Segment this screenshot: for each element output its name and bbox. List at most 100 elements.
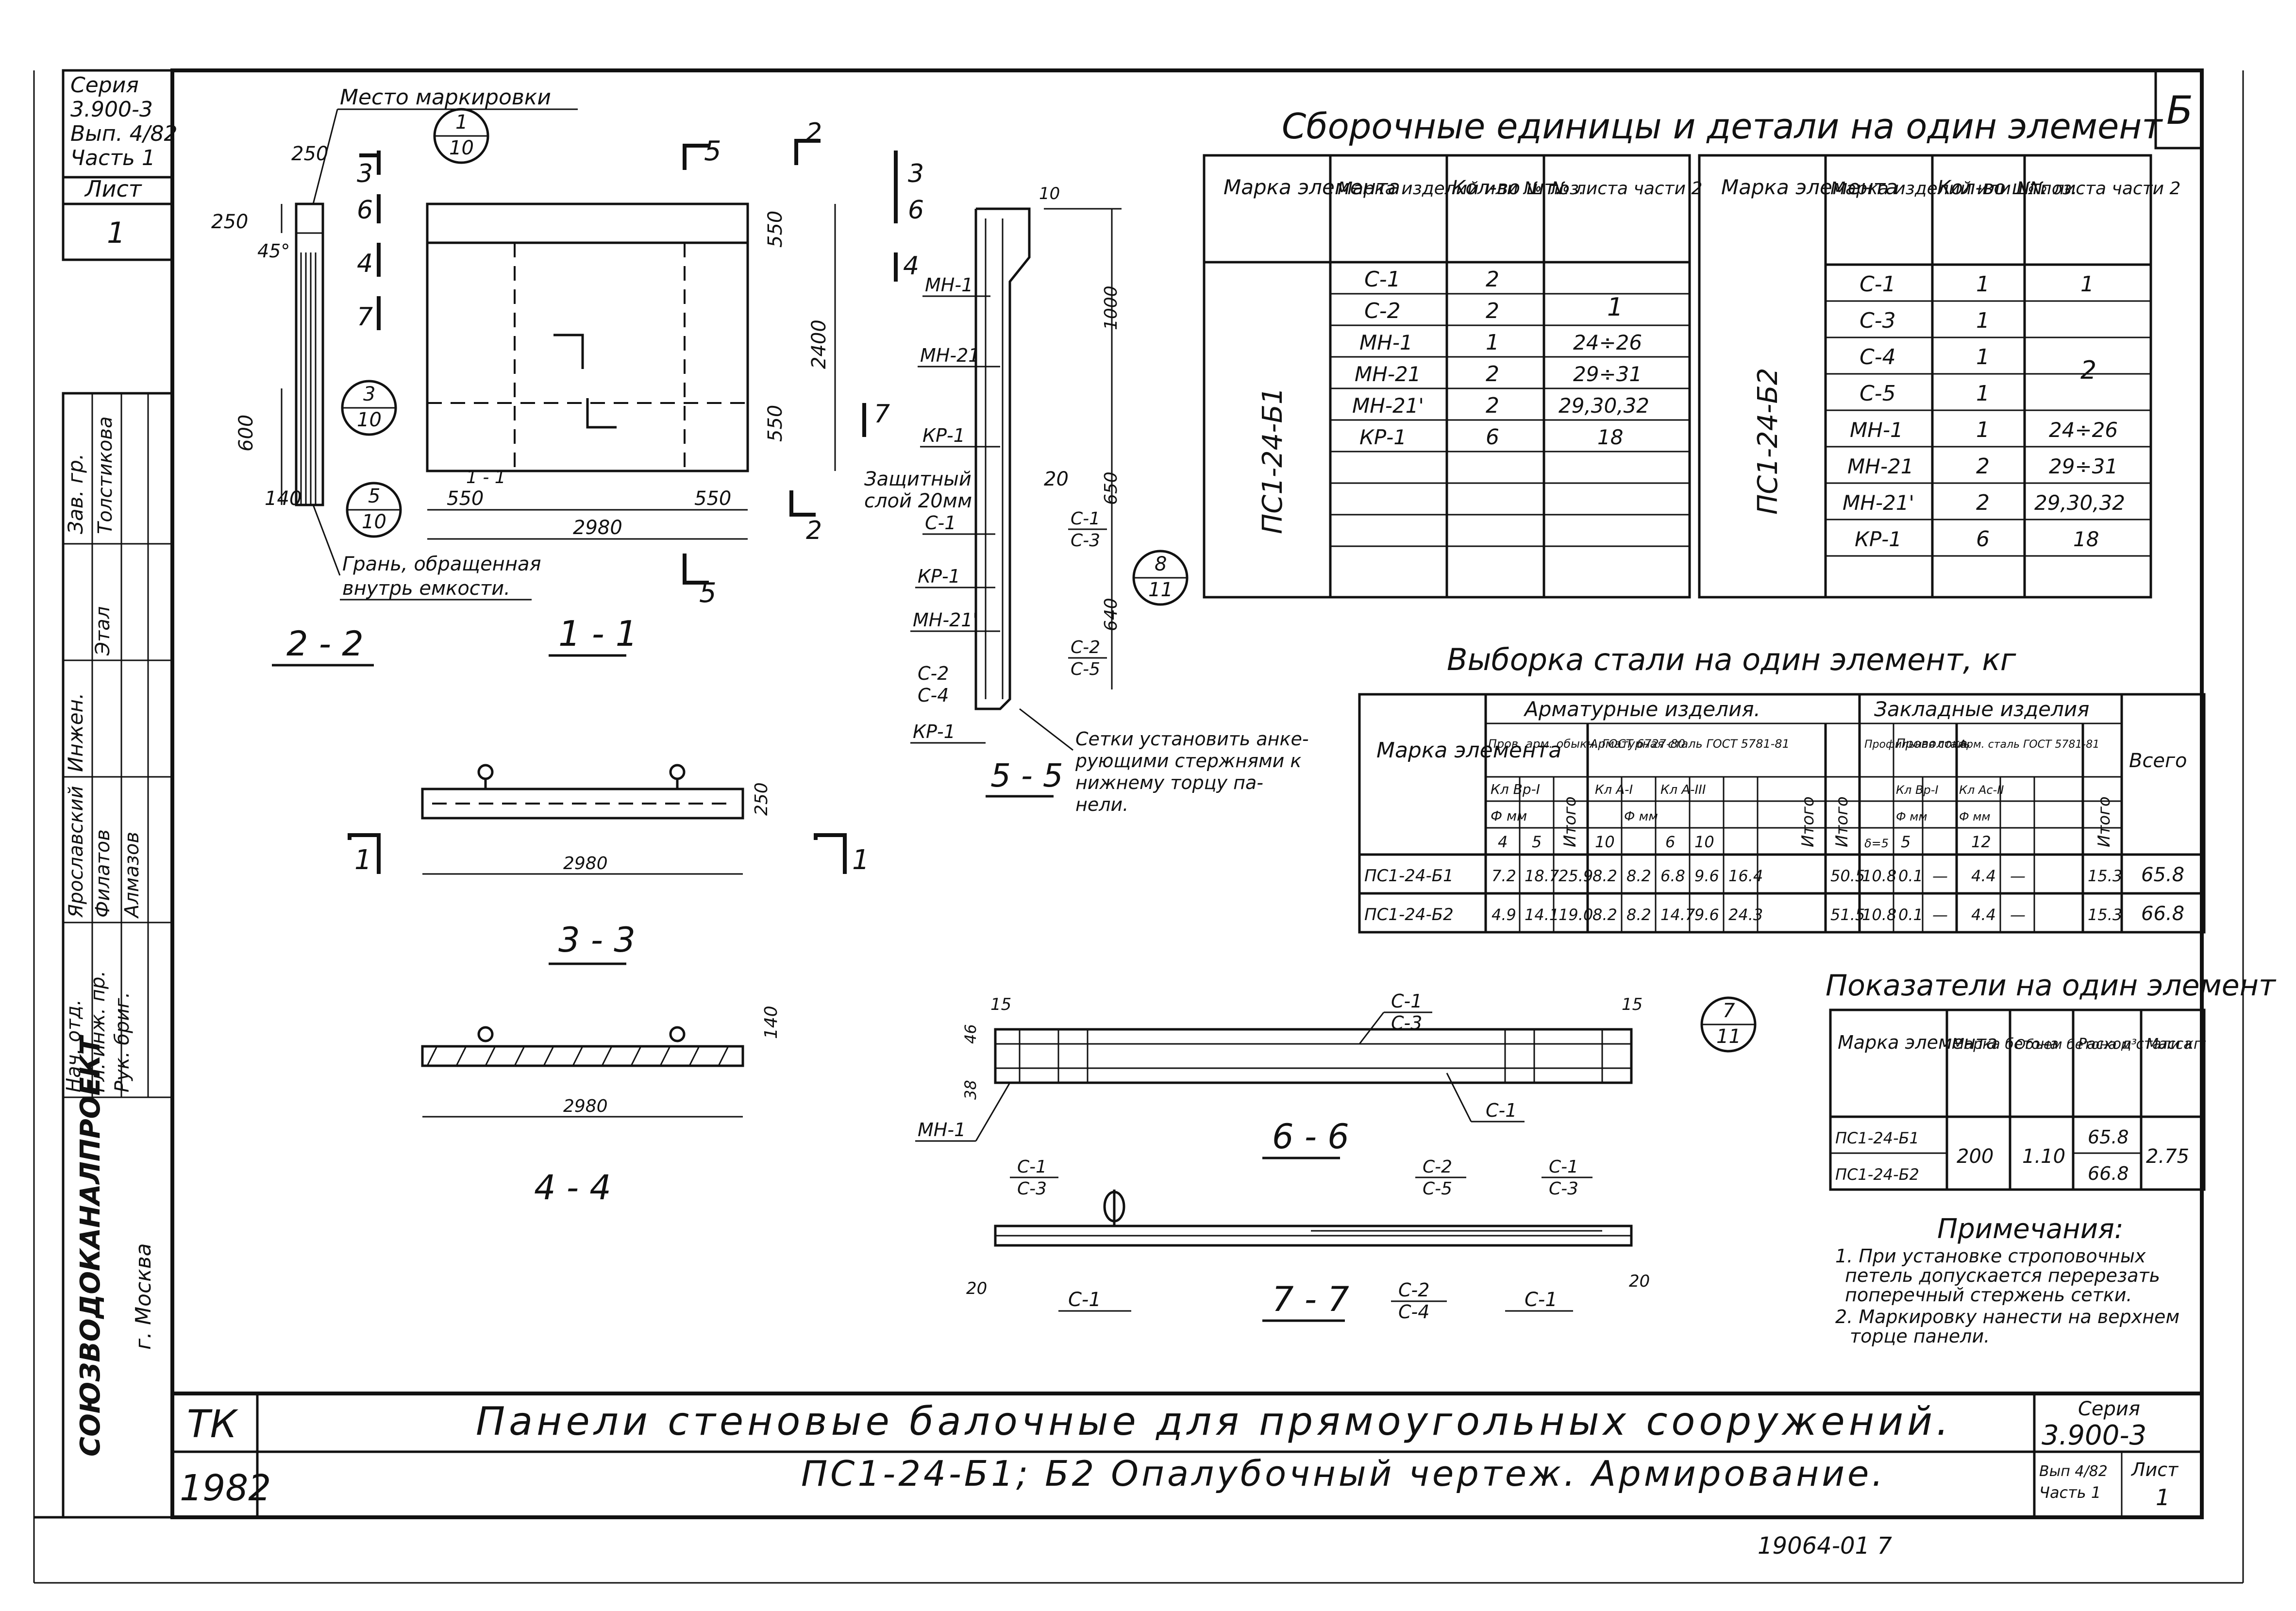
part-c1-r: С-1 — [1071, 509, 1100, 529]
asm-l-h2: Марка изделий или № поз. — [1338, 179, 1584, 199]
corner-series-value: 3.900-3 — [70, 97, 153, 122]
cut-4-left: 4 — [357, 249, 373, 278]
steel-h-total: Всего — [2129, 750, 2187, 772]
role-4: Зав. гр. — [64, 453, 87, 534]
asm-l-r5-c2: 2 — [1486, 393, 1499, 418]
cut-4-right: 4 — [903, 252, 919, 281]
section-2-2: 250 250 45° 600 140 2 - 2 Место маркиров… — [211, 85, 578, 667]
part-c1-77c: С-1 — [1068, 1289, 1101, 1311]
dim-250-b: 250 — [291, 143, 328, 165]
label-7-7: 7 - 7 — [1272, 1279, 1349, 1319]
steel-r2-c6: 14.7 — [1660, 906, 1695, 924]
protective-1: Защитный — [864, 468, 972, 490]
assembly-title: Сборочные единицы и детали на один элеме… — [1282, 106, 2163, 147]
dim-1000: 1000 — [1101, 285, 1121, 330]
title-year: 1982 — [180, 1467, 271, 1509]
part-c5-r: С-5 — [1071, 659, 1100, 679]
asm-r-r3-c1: С-4 — [1860, 345, 1896, 369]
title-line-1: Панели стеновые балочные для прямоугольн… — [476, 1399, 1952, 1444]
part-c1-55: С-1 — [925, 512, 956, 534]
steel-h-class-aii: Кл Ас-II — [1959, 783, 2004, 797]
asm-l-r4-c3: 29÷31 — [1573, 362, 1642, 386]
title-block: ТК 1982 Панели стеновые балочные для пря… — [172, 1392, 2202, 1517]
dim-550-a: 550 — [447, 487, 484, 510]
steel-dia-5: 10 — [1694, 833, 1714, 851]
note-line-5: торце панели. — [1850, 1326, 1990, 1347]
ind-h5: Масса т — [2146, 1036, 2206, 1053]
steel-r1-c14: — — [2010, 867, 2026, 885]
callout-3-sheet: 10 — [357, 409, 382, 431]
marking-place: Место маркировки — [340, 85, 551, 110]
asm-l-r4-c2: 2 — [1486, 362, 1499, 386]
steel-dia-6: 5 — [1901, 833, 1911, 851]
part-c5-77: С-5 — [1423, 1179, 1452, 1199]
face-note-1: Грань, обращенная — [342, 553, 541, 575]
mesh-note-1: Сетки установить анке- — [1075, 728, 1309, 750]
asm-r-r6-c2: 2 — [1976, 454, 1990, 479]
asm-l-r6-c2: 6 — [1486, 425, 1499, 450]
part-c4-77: С-4 — [1398, 1301, 1429, 1323]
part-c1-66b: С-1 — [1486, 1100, 1517, 1121]
steel-h-wire: Пров. арм. обыкн. ГОСТ 6727-80 — [1488, 737, 1685, 751]
asm-l-h1: Марка элемента — [1223, 175, 1400, 199]
dim-550-b: 550 — [694, 487, 731, 510]
note-line-3: поперечный стержень сетки. — [1845, 1284, 2132, 1306]
callout-1-num: 1 — [455, 111, 468, 134]
part-c3-77a: С-3 — [1017, 1179, 1047, 1199]
callout-8-11: 8 11 — [1132, 550, 1189, 606]
asm-l-r1-c3: 1 — [1607, 293, 1623, 322]
corner-sheet-label: Лист — [84, 176, 142, 202]
dim-20-77b: 20 — [1629, 1272, 1650, 1291]
asm-r-r8-c3: 18 — [2073, 527, 2099, 551]
asm-r-r3-c3: 2 — [2080, 356, 2096, 385]
steel-r1-c1: 7.2 — [1492, 867, 1516, 885]
label-6-6: 6 - 6 — [1272, 1117, 1349, 1157]
asm-r-r8-c1: КР-1 — [1855, 527, 1902, 551]
dim-650: 650 — [1101, 471, 1121, 505]
name-2: Филатов — [92, 829, 114, 918]
side-stamp: Зав. гр. Инжен. Нач. отд. Гл. инж. пр. Р… — [62, 392, 174, 1519]
part-c2-55: С-2 — [918, 663, 949, 684]
mesh-note-4: нели. — [1075, 794, 1128, 815]
asm-r-h3: Кол-во шт. — [1937, 177, 2047, 199]
asm-r-r8-c2: 6 — [1976, 527, 1990, 552]
asm-l-r5-c1: МН-21' — [1352, 394, 1424, 418]
steel-r2-c4: 8.2 — [1592, 906, 1617, 924]
steel-r1-c5: 8.2 — [1626, 867, 1651, 885]
steel-h-class-bp: Кл Вр-I — [1491, 781, 1540, 797]
cut-7-left: 7 — [357, 302, 373, 332]
part-mn1-66: МН-1 — [918, 1119, 966, 1141]
asm-l-r1-c2: 2 — [1486, 267, 1499, 292]
dim-140-b: 140 — [761, 1006, 781, 1039]
section-3-3: 2980 250 1 1 3 - 3 — [348, 764, 870, 965]
asm-l-r6-c1: КР-1 — [1359, 425, 1407, 449]
protective-2: слой 20мм — [864, 490, 972, 512]
steel-dia-3: 10 — [1595, 833, 1615, 851]
indicators-table: Марка элемента Марка бетона Объем бетона… — [1829, 1008, 2206, 1191]
ind-concrete: 200 — [1957, 1145, 1994, 1168]
steel-h-dia-1: Ф мм — [1491, 808, 1527, 824]
steel-h-class-ai: Кл А-I — [1595, 783, 1633, 797]
dim-45: 45° — [257, 240, 290, 262]
steel-r2-c2: 14.1 — [1525, 906, 1559, 924]
steel-h-itogo-2: Итого — [1798, 796, 1818, 847]
steel-r1-c8: 16.4 — [1728, 867, 1763, 885]
asm-l-h4: № листа части 2 — [1550, 179, 1702, 199]
callout-1-sheet: 10 — [449, 137, 474, 159]
dim-38: 38 — [961, 1080, 980, 1100]
steel-r1-c12: — — [1932, 867, 1948, 885]
ind-h1: Марка элемента — [1838, 1032, 1997, 1053]
name-4: Толстикова — [94, 417, 117, 534]
ind-r2-mark: ПС1-24-Б2 — [1835, 1165, 1919, 1184]
org-city: г. Москва — [131, 1243, 156, 1350]
label-5-5: 5 - 5 — [990, 757, 1063, 794]
note-line-4: 2. Маркировку нанести на верхнем — [1835, 1306, 2179, 1327]
steel-dia-7: 12 — [1971, 833, 1991, 851]
steel-h-s: δ=5 — [1864, 837, 1889, 850]
notes-title: Примечания: — [1937, 1213, 2124, 1245]
asm-r-h2: Марка изделий или № поз. — [1830, 179, 2077, 199]
asm-r-element: ПС1-24-Б2 — [1752, 368, 1784, 515]
part-kr1b-55: КР-1 — [918, 566, 960, 587]
cut-5-top: 5 — [704, 135, 721, 167]
steel-h-dia-2: Ф мм — [1624, 809, 1658, 824]
